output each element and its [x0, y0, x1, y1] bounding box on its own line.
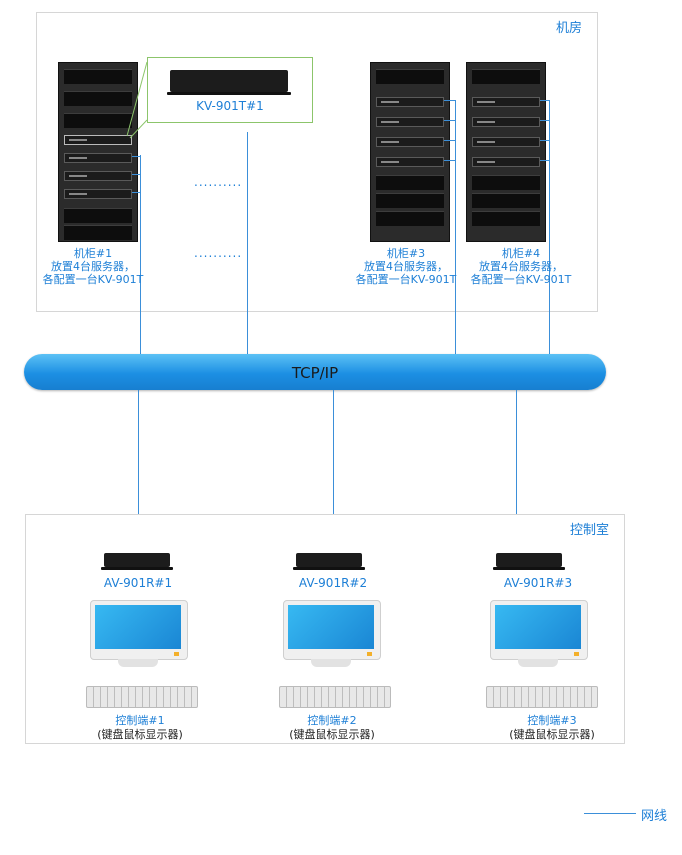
- rack-4-bracket: [549, 100, 550, 355]
- kvm-transmitter-icon: [167, 70, 291, 95]
- keyboard-1-icon: [86, 686, 198, 708]
- receiver-2-link: [333, 390, 334, 552]
- monitor-1-icon: [90, 600, 188, 668]
- rack-4-label: 机柜#4 放置4台服务器， 各配置一台KV-901T: [470, 247, 572, 286]
- rack-4: [466, 62, 546, 242]
- terminal-1-note: (键盘鼠标显示器): [97, 728, 183, 741]
- transmitter-callout: KV-901T#1: [147, 57, 313, 123]
- network-label: TCP/IP: [291, 364, 339, 382]
- callout-pointer: [126, 61, 148, 139]
- transmitter-label: KV-901T#1: [196, 99, 264, 113]
- ellipsis-2: ..........: [194, 246, 243, 260]
- legend-line: [584, 813, 636, 814]
- terminal-3-label: 控制端#3: [527, 714, 577, 727]
- receiver-3-label: AV-901R#3: [503, 576, 573, 590]
- terminal-2-note: (键盘鼠标显示器): [289, 728, 375, 741]
- rack-3-label: 机柜#3 放置4台服务器， 各配置一台KV-901T: [355, 247, 457, 286]
- receiver-3-link: [516, 390, 517, 552]
- rack-1-bracket: [140, 155, 141, 355]
- receiver-2-icon: [293, 553, 365, 570]
- ellipsis-1: ..........: [194, 175, 243, 189]
- tcp-ip-network-bus: TCP/IP: [24, 354, 606, 390]
- rack-1: [58, 62, 138, 242]
- legend-label: 网线: [641, 809, 668, 824]
- receiver-2-label: AV-901R#2: [298, 576, 368, 590]
- monitor-2-icon: [283, 600, 381, 668]
- rack-1-label: 机柜#1 放置4台服务器， 各配置一台KV-901T: [42, 247, 144, 286]
- keyboard-2-icon: [279, 686, 391, 708]
- receiver-1-icon: [101, 553, 173, 570]
- control-room-title: 控制室: [570, 523, 610, 538]
- terminal-1-label: 控制端#1: [115, 714, 165, 727]
- keyboard-3-icon: [486, 686, 598, 708]
- receiver-3-icon: [493, 553, 565, 570]
- receiver-1-link: [138, 390, 139, 552]
- monitor-3-icon: [490, 600, 588, 668]
- terminal-2-label: 控制端#2: [307, 714, 357, 727]
- rack-3: [370, 62, 450, 242]
- rack-3-bracket: [455, 100, 456, 355]
- terminal-3-note: (键盘鼠标显示器): [509, 728, 595, 741]
- transmitter-link: [247, 132, 248, 354]
- machine-room-title: 机房: [556, 21, 583, 36]
- receiver-1-label: AV-901R#1: [103, 576, 173, 590]
